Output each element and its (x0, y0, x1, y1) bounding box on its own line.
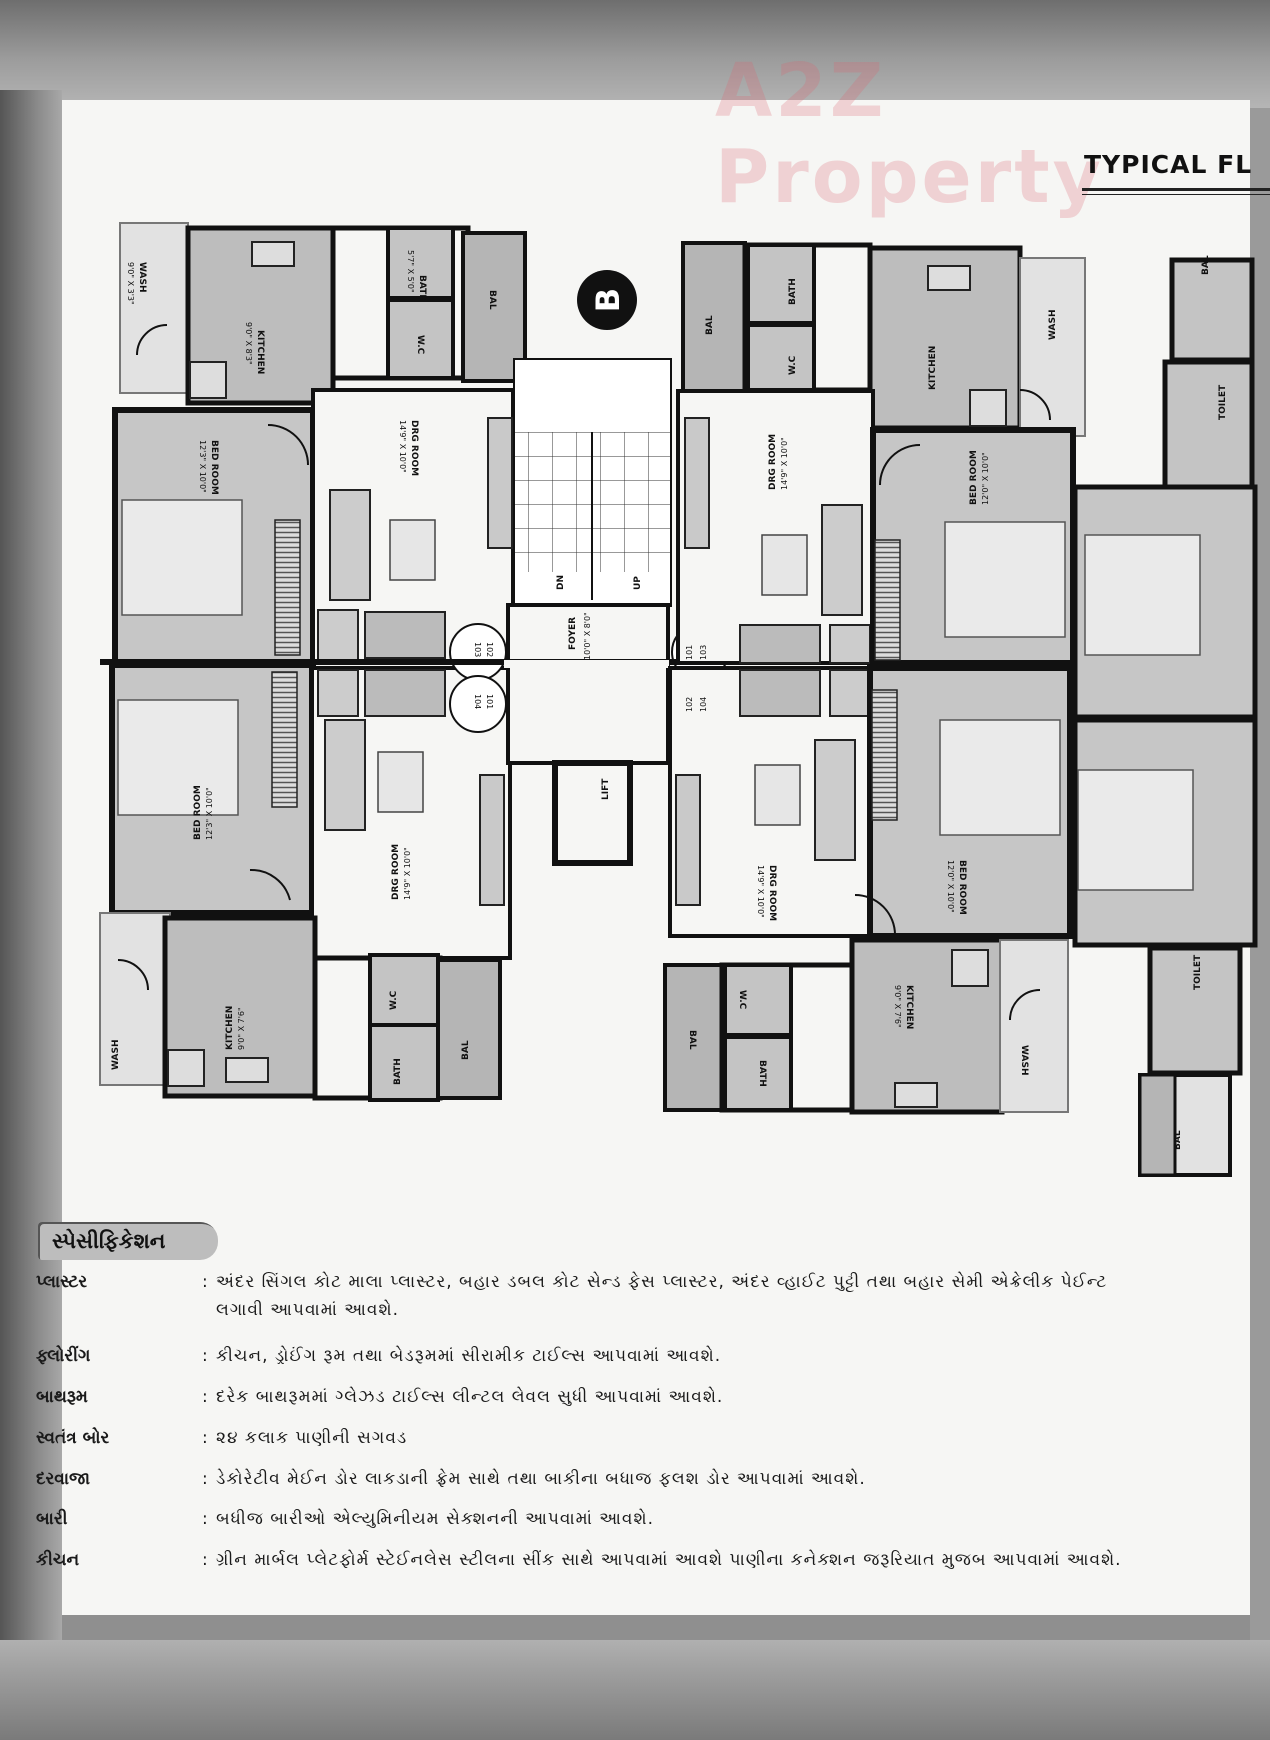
left-flat-upper (112, 222, 527, 666)
flat-number-8: 104 (699, 697, 708, 712)
lift-label: LIFT (601, 778, 611, 800)
spec-key: કીચન (36, 1550, 80, 1570)
room-size-kitchen-4: 9'0" X 7'6" (893, 985, 902, 1028)
spec-key: ફ્લોરીંગ (36, 1346, 91, 1366)
watermark: A2Z Property (715, 48, 1104, 220)
spec-key: દરવાજા (36, 1469, 91, 1489)
room-label-wc-1: W.C (415, 335, 425, 355)
room-label-drg-3: DRG ROOM (768, 434, 778, 490)
room-label-wash-3: WASH (1048, 309, 1058, 340)
room-label-kitchen-4: KITCHEN (904, 985, 914, 1029)
spec-value: બધીજ બારીઓ એલ્યુમિનીયમ સેક્શનની આપવામાં … (216, 1509, 654, 1529)
room-label-kitchen-1: KITCHEN (255, 330, 265, 374)
right-flat-upper (676, 241, 1086, 666)
flat-number-6: 103 (699, 645, 708, 660)
spec-colon: : (202, 1346, 208, 1366)
stair-dn-label: DN (556, 575, 566, 590)
room-size-drg-1: 14'9" X 10'0" (398, 420, 407, 473)
room-label-bal-1: BAL (487, 290, 497, 310)
room-label-bal-5: BAL (1201, 255, 1211, 275)
room-label-wash-1: WASH (137, 262, 147, 293)
spec-key: બાથરૂમ (36, 1387, 88, 1407)
scan-top-border (0, 0, 1270, 108)
spec-value: ગ્રીન માર્બલ પ્લેટફોર્મ સ્ટેઈનલેસ સ્ટીલન… (216, 1550, 1122, 1570)
room-label-toilet-2: TOILET (1193, 954, 1203, 990)
room-label-bal-6: BAL (1173, 1130, 1183, 1150)
flat-number-5: 101 (685, 645, 694, 660)
room-size-bed-3: 12'0" X 10'0" (981, 452, 990, 505)
left-flat-lower (99, 662, 512, 1102)
spec-key: પ્લાસ્ટર (36, 1272, 88, 1292)
foyer-size: 10'0" X 8'0" (583, 612, 592, 660)
room-label-drg-4: DRG ROOM (767, 865, 777, 921)
scan-left-border (0, 90, 62, 1740)
room-label-kitchen-2: KITCHEN (225, 1006, 235, 1050)
flat-number-2: 103 (473, 642, 482, 657)
flat-number-3: 101 (485, 694, 494, 709)
spec-key: સ્વતંત્ર બોર (36, 1428, 110, 1448)
scan-bottom-border (0, 1640, 1270, 1740)
room-size-drg-3: 14'9" X 10'0" (780, 437, 789, 490)
room-size-bath-1: 5'7" X 5'0" (406, 250, 415, 293)
spec-key: બારી (36, 1509, 68, 1529)
room-label-wash-4: WASH (1019, 1045, 1029, 1076)
room-label-bal-2: BAL (461, 1040, 471, 1060)
room-label-bath-3: BATH (788, 278, 798, 305)
spec-value: અંદર સિંગલ કોટ માલા પ્લાસ્ટર, બહાર ડબલ ક… (216, 1272, 1108, 1320)
heading-rule-thin (1082, 194, 1270, 195)
stair-up-label: UP (633, 576, 643, 590)
room-label-bed-3: BED ROOM (969, 450, 979, 505)
heading-rule (1082, 188, 1270, 191)
room-label-drg-2: DRG ROOM (391, 844, 401, 900)
flat-number-1: 102 (485, 642, 494, 657)
room-size-kitchen-2: 9'0" X 7'6" (237, 1007, 246, 1050)
room-size-bed-4: 12'0" X 10'0" (946, 860, 955, 913)
spec-value: કીચન, ડ્રોઈંગ રૂમ તથા બેડરૂમમાં સીરામીક … (216, 1346, 722, 1366)
room-size-drg-2: 14'9" X 10'0" (403, 847, 412, 900)
room-size-bed-2: 12'3" X 10'0" (205, 787, 214, 840)
flat-number-4: 104 (473, 694, 482, 709)
room-label-kitchen-3: KITCHEN (928, 346, 938, 390)
room-label-bed-4: BED ROOM (957, 860, 967, 915)
spec-value: ૨૪ કલાક પાણીની સગવડ (216, 1428, 408, 1448)
room-label-drg-1: DRG ROOM (409, 420, 419, 476)
spec-colon: : (202, 1509, 208, 1529)
page-heading: TYPICAL FL (1084, 150, 1253, 179)
foyer-label: FOYER (568, 617, 578, 650)
room-label-bal-3: BAL (705, 315, 715, 335)
room-size-drg-4: 14'9" X 10'0" (756, 865, 765, 918)
room-label-bath-1: BATH (417, 275, 427, 302)
room-label-wc-2: W.C (389, 990, 399, 1010)
spec-colon: : (202, 1550, 208, 1570)
room-label-bath-4: BATH (757, 1060, 767, 1087)
room-label-bed-2: BED ROOM (193, 785, 203, 840)
spec-colon: : (202, 1469, 208, 1489)
core (100, 358, 1245, 866)
adjacent-wing (1072, 257, 1258, 1177)
flat-number-7: 102 (685, 697, 694, 712)
room-label-bath-2: BATH (393, 1058, 403, 1085)
wing-label: B (589, 288, 627, 312)
spec-colon: : (202, 1272, 208, 1292)
right-flat-lower (663, 665, 1073, 1115)
room-size-bed-1: 12'3" X 10'0" (198, 440, 207, 493)
spec-value: ડેકોરેટીવ મેઈન ડોર લાકડાની ફ્રેમ સાથે તથ… (216, 1469, 866, 1489)
room-size-wash-1: 9'0" X 3'3" (126, 262, 135, 305)
room-size-kitchen-1: 9'0" X 8'3" (244, 322, 253, 365)
room-label-bed-1: BED ROOM (209, 440, 219, 495)
spec-colon: : (202, 1387, 208, 1407)
room-label-toilet-1: TOILET (1218, 384, 1228, 420)
room-label-wash-2: WASH (111, 1039, 121, 1070)
room-label-bal-4: BAL (687, 1030, 697, 1050)
room-label-wc-3: W.C (788, 355, 798, 375)
spec-value: દરેક બાથરૂમમાં ગ્લેઝડ ટાઈલ્સ લીન્ટલ લેવલ… (216, 1387, 724, 1407)
wing-marker-circle (577, 270, 637, 330)
specification-title: સ્પેસીફિકેશન (38, 1222, 218, 1260)
room-label-wc-4: W.C (737, 990, 747, 1010)
spec-colon: : (202, 1428, 208, 1448)
